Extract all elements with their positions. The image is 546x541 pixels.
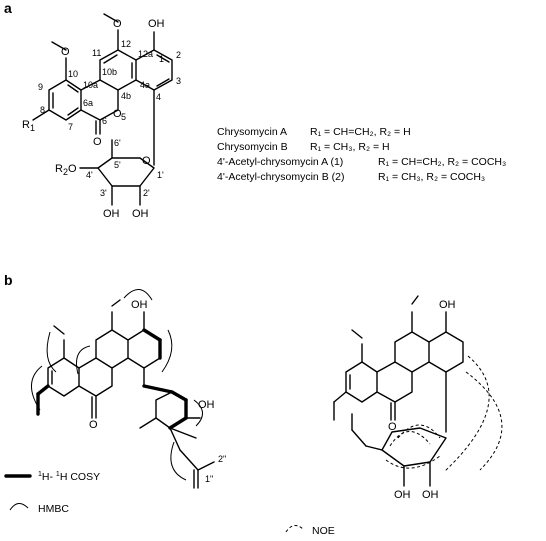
b-right-oh-top-label: OH — [439, 299, 456, 311]
locant-4a: 4a — [140, 80, 150, 90]
b-oh-left-label: OH — [131, 299, 148, 311]
b-oh-mid-label: OH — [198, 399, 215, 411]
locant-2: 2 — [176, 50, 181, 60]
cosy-legend-label: 1H- 1H COSY — [38, 471, 100, 483]
noe-legend-label: NOE — [312, 525, 335, 537]
b-o-label: O — [89, 419, 98, 431]
o-lactone-label: O — [113, 108, 122, 120]
locant-6a: 6a — [83, 98, 93, 108]
compound-def: R₁ = CH=CH₂, R₂ = COCH₃ — [378, 156, 506, 168]
panel-b-label: b — [4, 272, 13, 288]
o-carbonyl-label: O — [93, 136, 102, 148]
hmbc-legend-arrow — [9, 503, 29, 511]
r2o-label: R2O — [55, 163, 77, 177]
compound-name: Chrysomycin A — [217, 126, 287, 138]
locant-10a: 10a — [83, 80, 98, 90]
locant-12a: 12a — [138, 49, 153, 59]
panel-a-structure — [32, 13, 173, 206]
locant-7: 7 — [68, 122, 73, 132]
locant-11: 11 — [92, 48, 101, 58]
b-right-oh-3p-label: OH — [394, 489, 411, 501]
oh-2p-label: OH — [132, 208, 149, 220]
compound-name: 4'-Acetyl-chrysomycin B (2) — [217, 171, 344, 183]
locant-5: 5 — [121, 112, 126, 122]
oh-3p-label: OH — [103, 208, 120, 220]
locant-3: 3 — [176, 76, 181, 86]
locant-1p: 1' — [157, 170, 164, 180]
locant-9: 9 — [38, 82, 43, 92]
b-right-oh-2p-label: OH — [422, 489, 439, 501]
compound-name: 4'-Acetyl-chrysomycin A (1) — [217, 156, 343, 168]
panel-b-left-structure — [31, 289, 215, 489]
o-ring-label: O — [142, 155, 151, 167]
locant-4: 4 — [156, 92, 161, 102]
compound-def: R₁ = CH=CH₂, R₂ = H — [310, 126, 411, 138]
r1-label: R1 — [22, 119, 35, 133]
compound-def: R₁ = CH₃, R₂ = H — [310, 141, 390, 153]
noe-legend-arrow — [285, 525, 305, 533]
compound-name: Chrysomycin B — [217, 141, 288, 153]
locant-6p: 6' — [114, 138, 121, 148]
locant-4b: 4b — [121, 91, 131, 101]
locant-6: 6 — [102, 116, 107, 126]
hmbc-legend-label: HMBC — [38, 503, 69, 515]
compound-def: R₁ = CH₃, R₂ = COCH₃ — [378, 171, 485, 183]
b-right-o-carbonyl-label: O — [388, 421, 397, 433]
locant-10: 10 — [68, 69, 78, 79]
panel-b-right-structure — [333, 295, 503, 487]
locant-12: 12 — [121, 39, 131, 49]
oh-top-label: OH — [148, 18, 165, 30]
b-2pp-label: 2" — [218, 454, 226, 464]
locant-1: 1 — [159, 54, 164, 64]
locant-4p: 4' — [86, 170, 93, 180]
locant-5p: 5' — [114, 160, 121, 170]
locant-10b: 10b — [102, 67, 117, 77]
locant-3p: 3' — [100, 188, 107, 198]
panel-a-label: a — [4, 0, 12, 16]
locant-8: 8 — [40, 105, 45, 115]
legend: 1H- 1H COSY HMBC NOE — [4, 471, 335, 537]
locant-2p: 2' — [143, 188, 150, 198]
compound-list: Chrysomycin A R₁ = CH=CH₂, R₂ = H Chryso… — [217, 126, 506, 183]
o-methoxy-12-label: O — [113, 18, 122, 30]
panel-a-locants: 1 2 3 4 4a 4b 5 6 6a 7 8 9 10 10a 10b 11… — [38, 39, 181, 198]
o-methoxy-10-label: O — [61, 46, 70, 58]
b-1pp-label: 1" — [205, 474, 213, 484]
